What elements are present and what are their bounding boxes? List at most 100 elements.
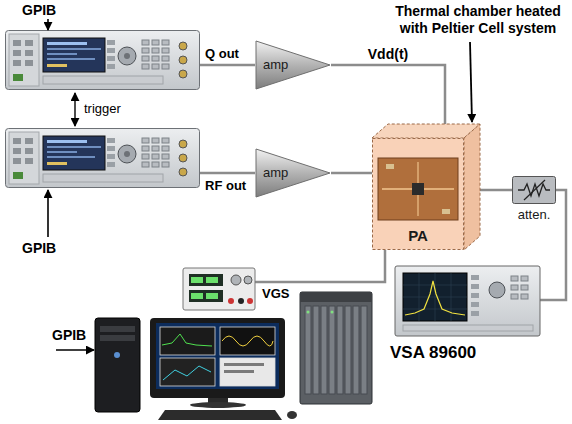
gpib-arrow — [48, 19, 94, 350]
vsa-chassis — [300, 292, 372, 302]
spectrum-analyzer — [521, 294, 528, 299]
computer — [114, 352, 120, 358]
vsa-chassis — [305, 306, 311, 394]
vsa-chassis — [321, 306, 327, 394]
spectrum-analyzer — [395, 266, 540, 336]
trigger-arrow — [74, 93, 75, 126]
computer — [100, 335, 135, 341]
spectrum-analyzer — [489, 282, 505, 298]
instrument-name: VSA 89600 — [390, 343, 476, 363]
vsa-chassis — [307, 311, 310, 314]
node-label: PA — [372, 227, 464, 245]
bus-label: GPIB — [22, 240, 56, 257]
computer — [160, 358, 215, 386]
attenuator-box-outline — [512, 176, 556, 204]
spectrum-analyzer — [471, 284, 479, 289]
spectrum-analyzer — [471, 275, 479, 280]
spectrum-analyzer — [395, 266, 540, 336]
signal-name: VGS — [262, 286, 289, 302]
spectrum-analyzer — [471, 293, 479, 298]
port-label: RF out — [205, 178, 246, 194]
bus-label: GPIB — [52, 327, 86, 344]
trigger-arrow — [74, 93, 75, 126]
computer — [162, 334, 212, 346]
bus-label: GPIB — [22, 2, 56, 19]
gpib-arrow — [56, 349, 94, 351]
vsa-chassis — [300, 292, 372, 404]
computer — [222, 336, 273, 346]
computer — [224, 363, 264, 366]
computer — [287, 411, 297, 419]
pa-component — [442, 209, 450, 214]
callout-arrow — [470, 42, 472, 122]
vsa-chassis — [329, 306, 335, 394]
signal-wire — [331, 172, 372, 175]
signal-wire — [200, 65, 566, 300]
computer — [156, 323, 279, 389]
spectrum-analyzer — [405, 281, 465, 315]
computer — [95, 318, 140, 412]
signal-wire — [540, 190, 566, 300]
spectrum-analyzer — [521, 276, 528, 281]
power-supply — [183, 268, 255, 310]
power-supply — [191, 277, 203, 283]
power-supply — [238, 298, 244, 304]
gpib-arrow — [47, 19, 49, 30]
attenuator-box — [513, 177, 556, 204]
spectrum-analyzer — [471, 302, 479, 307]
vsa-chassis — [300, 292, 372, 404]
spectrum-analyzer — [511, 276, 518, 281]
power-supply — [206, 277, 218, 283]
spectrum-analyzer — [511, 294, 518, 299]
thermal-chamber: PA — [372, 138, 464, 250]
callout-arrow — [470, 42, 472, 122]
computer — [100, 326, 135, 332]
computer — [150, 318, 285, 398]
node-label: amp — [263, 165, 339, 181]
variable-arrow — [524, 180, 545, 200]
chamber-side-face — [464, 124, 480, 250]
spectrum-analyzer — [471, 311, 479, 316]
chamber-front-face — [373, 139, 464, 250]
pa-board — [378, 158, 458, 220]
signal-wire — [200, 172, 255, 175]
power-supply — [244, 276, 252, 284]
signal-wire — [255, 250, 385, 282]
vsa-chassis — [337, 306, 343, 394]
vsa-chassis — [313, 306, 319, 394]
computer — [224, 370, 254, 373]
vsa-chassis — [361, 306, 367, 394]
spectrum-analyzer — [403, 273, 467, 321]
signal-generator — [6, 31, 200, 90]
amplifier-triangle: amp — [255, 40, 331, 90]
gpib-arrow — [47, 190, 49, 237]
power-supply — [191, 293, 203, 299]
amplifier-triangle: amp — [255, 148, 331, 198]
computer — [160, 327, 215, 355]
power-supply — [231, 275, 241, 285]
power-supply — [189, 274, 223, 286]
power-supply — [189, 290, 223, 302]
power-supply — [228, 298, 234, 304]
attenuator-box: atten. — [505, 176, 563, 224]
power-supply — [247, 298, 253, 304]
node-label: atten. — [505, 207, 563, 223]
signal-name: Vdd(t) — [366, 46, 410, 62]
callout-text: Thermal chamber heated with Peltier Cell… — [388, 3, 568, 37]
pa-component — [386, 164, 394, 169]
power-supply — [183, 268, 255, 310]
computer — [190, 402, 246, 408]
computer — [158, 410, 282, 420]
vsa-chassis — [345, 306, 351, 394]
spectrum-analyzer — [511, 285, 518, 290]
signal-name: trigger — [84, 101, 121, 117]
signal-wire — [200, 64, 255, 67]
spectrum-analyzer — [403, 325, 533, 331]
node-label: amp — [263, 57, 339, 73]
computer — [220, 327, 275, 355]
vsa-chassis — [353, 306, 359, 394]
computer — [220, 358, 275, 386]
transistor-symbol — [412, 183, 424, 195]
